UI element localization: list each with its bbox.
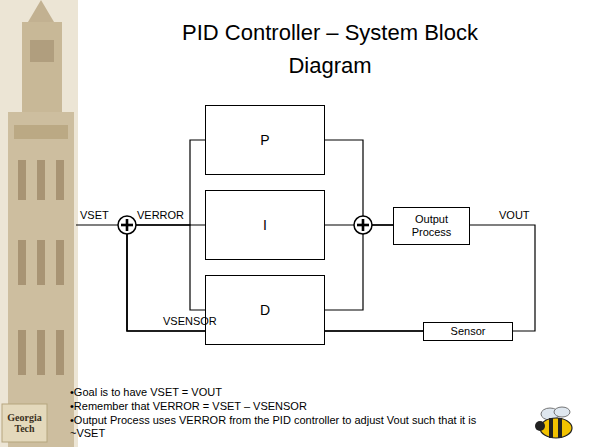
block-label: D	[260, 302, 270, 318]
tower-band	[14, 125, 68, 139]
bee-wing	[554, 407, 570, 417]
bullet-note: •Goal is to have VSET = VOUT	[70, 386, 510, 399]
tower-window	[56, 330, 64, 375]
tower-window	[18, 330, 26, 375]
bee-stripe	[549, 418, 553, 438]
signal-name: VSENSOR	[163, 315, 217, 328]
tower-top	[22, 22, 62, 112]
tower-spire	[28, 0, 54, 22]
tower-window	[18, 160, 26, 200]
bee-body	[540, 418, 572, 438]
bee-stripe	[558, 418, 562, 438]
tower-window	[37, 330, 45, 375]
controller-block: P	[205, 105, 325, 175]
bee-head	[535, 421, 545, 431]
signal-name: VOUT	[499, 209, 530, 222]
tower-window	[30, 40, 54, 62]
input-wire	[76, 224, 118, 225]
block-label: P	[260, 132, 269, 148]
logo-text: Georgia Tech	[3, 412, 46, 434]
block-label: Output Process	[398, 213, 465, 238]
logo-box	[2, 404, 47, 442]
signal-wire	[325, 225, 393, 310]
signal-name: VSET	[80, 209, 109, 222]
tower-window	[56, 160, 64, 200]
controller-block: I	[205, 190, 325, 260]
summing-junction	[354, 216, 372, 234]
tower-window	[37, 240, 45, 285]
summing-junction	[118, 216, 136, 234]
photo-sky	[0, 0, 78, 447]
tower-window	[56, 240, 64, 285]
bee-mascot	[535, 407, 572, 438]
slide-title: PID Controller – System Block Diagram	[150, 16, 510, 82]
process-box: Output Process	[393, 207, 470, 245]
controller-block: D	[205, 275, 325, 345]
tower-window	[18, 240, 26, 285]
sensor-box: Sensor	[423, 322, 513, 341]
signal-name: VERROR	[137, 209, 184, 222]
bullet-note: •Output Process uses VERROR from the PID…	[70, 414, 510, 440]
junction-circle	[118, 216, 136, 234]
junction-circle	[354, 216, 372, 234]
plus-sign	[362, 219, 365, 231]
tower-body	[8, 112, 74, 447]
block-label: Sensor	[451, 325, 486, 338]
block-label: I	[263, 217, 267, 233]
signal-wire	[470, 225, 535, 331]
plus-sign	[126, 219, 129, 231]
tower-window	[37, 160, 45, 200]
signal-wire	[325, 140, 393, 225]
bullet-note: •Remember that VERROR = VSET – VSENSOR	[70, 400, 510, 413]
